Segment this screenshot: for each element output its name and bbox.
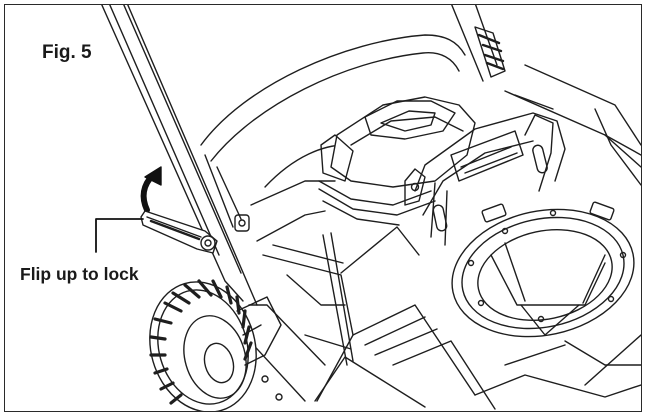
mower-deck-icon [200, 34, 641, 410]
wheel-icon [149, 279, 283, 411]
figure-title: Fig. 5 [42, 42, 92, 63]
battery-cover-icon [318, 96, 476, 226]
figure-frame: Fig. 5 Flip up to lock [4, 4, 642, 412]
height-lever-icon [414, 112, 566, 246]
arrow-up-icon [140, 166, 162, 213]
handle-icon [101, 5, 506, 306]
lock-lever-icon [140, 210, 218, 254]
callout-leader [95, 218, 144, 253]
handle-knob-icon [234, 214, 250, 232]
opening-icon [451, 201, 635, 338]
callout-label: Flip up to lock [20, 264, 139, 284]
mower-illustration [95, 5, 641, 411]
